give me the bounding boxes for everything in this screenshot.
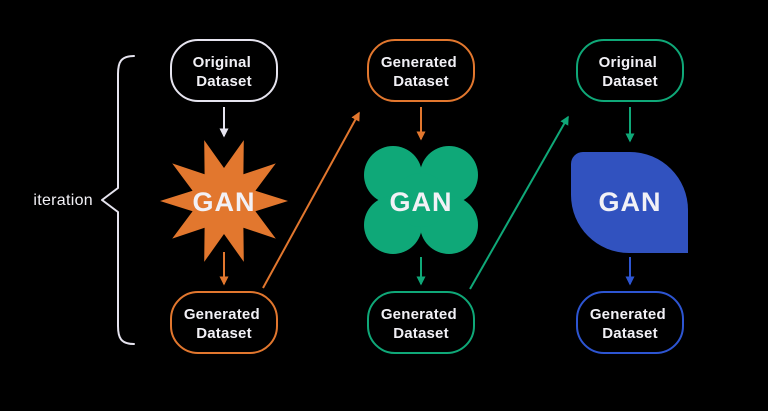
iteration-annotation: iteration: [33, 55, 135, 345]
original-dataset-label-3: Original Dataset: [599, 54, 662, 90]
column-iteration-1: Original Dataset GAN Generated Dataset: [160, 39, 288, 354]
diagonal-arrow-generated1-to-column2: [262, 111, 360, 289]
clover-gan-shape: [364, 146, 478, 254]
generated-dataset-box-2-top: [367, 39, 475, 102]
column-iteration-2: Generated Dataset GAN Generated Dataset: [364, 39, 478, 354]
gan-label-3: GAN: [599, 187, 662, 217]
generated-dataset-box-3: [576, 291, 684, 354]
column-iteration-3: Original Dataset GAN Generated Dataset: [571, 39, 688, 354]
iteration-brace-icon: [101, 55, 135, 345]
gan-label-1: GAN: [193, 187, 256, 217]
generated-dataset-label-2-bottom: Generated Dataset: [381, 306, 461, 342]
generated-dataset-label-3: Generated Dataset: [590, 306, 670, 342]
generated-dataset-label-2-top: Generated Dataset: [381, 54, 461, 90]
generated-dataset-box-1: [170, 291, 278, 354]
original-dataset-box-3: [576, 39, 684, 102]
original-dataset-label-1: Original Dataset: [193, 54, 256, 90]
iteration-label: iteration: [33, 192, 93, 209]
gan-label-2: GAN: [390, 187, 453, 217]
generated-dataset-label-1: Generated Dataset: [184, 306, 264, 342]
leaf-gan-shape: [571, 152, 688, 253]
generated-dataset-box-2-bottom: [367, 291, 475, 354]
starburst-gan-shape: [160, 140, 288, 262]
diagonal-arrow-generated2-to-column3: [469, 115, 569, 290]
original-dataset-box-1: [170, 39, 278, 102]
